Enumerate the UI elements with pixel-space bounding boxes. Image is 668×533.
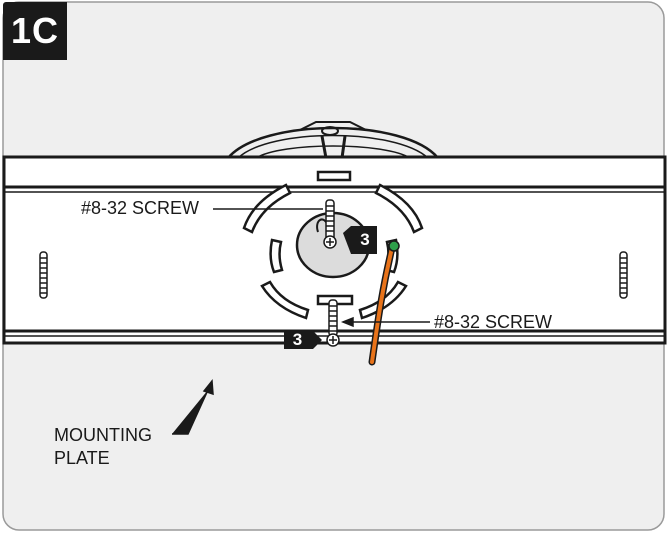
step-ref-tag-upper [343,226,377,254]
mounting-plate-label: MOUNTING PLATE [54,424,152,469]
step-badge: 1C [3,2,67,60]
side-stud-right [619,251,628,299]
leader-lines [172,208,430,435]
step-ref-number-upper: 3 [360,230,370,249]
step-ref-tag-lower [284,331,322,349]
upper-screw-label: #8-32 SCREW [81,198,200,218]
side-stud-left [39,251,48,299]
step-ref-number-lower: 3 [292,330,303,349]
ceiling-bracket [227,121,439,159]
mounting-plate-label-line1: MOUNTING [54,425,152,445]
lower-screw-label: #8-32 SCREW [434,312,553,332]
upper-screw [323,199,337,249]
mounting-plate-label-line2: PLATE [54,447,110,468]
supply-wire [368,240,400,366]
lower-screw [326,299,340,347]
